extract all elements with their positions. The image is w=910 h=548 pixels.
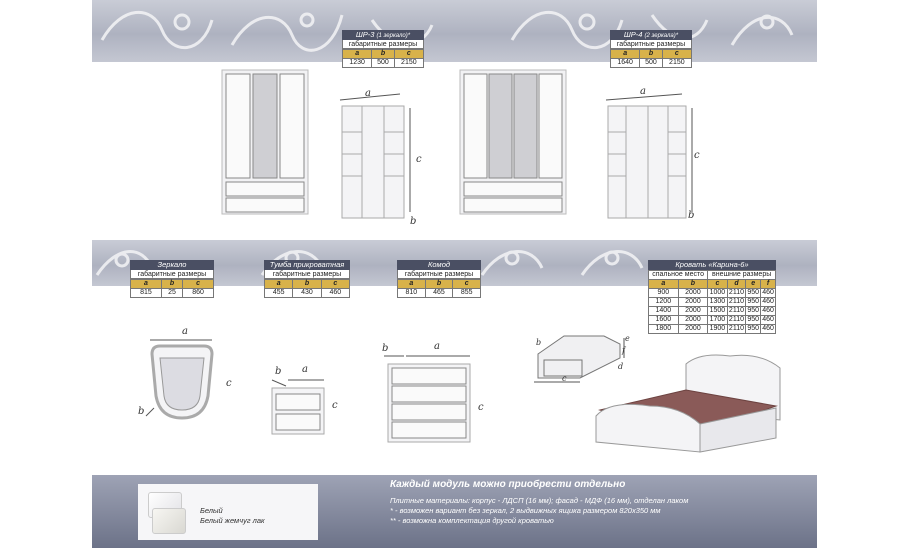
- footer-headline: Каждый модуль можно приобрести отдельно: [390, 479, 626, 490]
- wardrobe3-open-image: [339, 93, 411, 219]
- dim-label: d: [618, 362, 624, 371]
- dim-label: a: [182, 326, 188, 337]
- dim-label: a: [302, 364, 308, 375]
- spec-title: ШР-4 (2 зеркала)*: [610, 30, 692, 40]
- dim-label: b: [688, 210, 695, 221]
- spec-title: Кровать «Карина-6»: [648, 260, 776, 270]
- spec-title: ШР-3 (1 зеркало)*: [342, 30, 424, 40]
- dim-label: f: [622, 346, 625, 355]
- color-swatches: Белый Белый жемчуг лак: [138, 484, 318, 540]
- wardrobe3-image: [221, 69, 309, 215]
- dim-label: a: [365, 88, 371, 99]
- spec-subtitle: габаритные размеры: [130, 270, 214, 279]
- dim-label: a: [434, 341, 440, 352]
- footer-materials: Плитные материалы: корпус - ЛДСП (16 мм)…: [390, 496, 689, 505]
- dim-label: b: [536, 338, 542, 347]
- wardrobe4-open-image: [605, 93, 693, 219]
- dim-label: c: [478, 402, 484, 413]
- bed-diagram: [534, 335, 625, 383]
- dim-label: c: [694, 150, 700, 161]
- wardrobe4-image: [459, 69, 567, 215]
- footer-note: ** - возможна комплектация другой кроват…: [390, 516, 554, 525]
- spec-subtitle: габаритные размеры: [397, 270, 481, 279]
- dim-label: c: [226, 378, 232, 389]
- dim-label: e: [625, 334, 630, 343]
- mirror-image: [145, 339, 214, 420]
- footer-note: * - возможен вариант без зеркал, 2 выдви…: [390, 506, 661, 515]
- dim-label: c: [416, 154, 422, 165]
- nightstand-image: [271, 379, 325, 435]
- dim-label: b: [410, 216, 417, 227]
- dim-label: b: [382, 343, 389, 354]
- dim-label: b: [275, 366, 282, 377]
- dresser-image: [384, 355, 471, 443]
- swatch-label: Белый: [200, 506, 223, 515]
- spec-subtitle: габаритные размеры: [264, 270, 350, 279]
- spec-title: Комод: [397, 260, 481, 270]
- spec-subtitle: габаритные размеры: [610, 40, 692, 49]
- spec-title: Тумба прикроватная: [264, 260, 350, 270]
- spec-title: Зеркало: [130, 260, 214, 270]
- swatch-pearl: [152, 508, 186, 534]
- dim-label: a: [640, 86, 646, 97]
- ornament-pattern: [100, 11, 794, 52]
- swatch-label: Белый жемчуг лак: [200, 516, 265, 525]
- ornament-banner-top: [92, 0, 817, 62]
- dim-label: c: [562, 374, 567, 383]
- bed-image: [595, 354, 781, 453]
- dim-label: b: [138, 406, 145, 417]
- spec-subtitle: габаритные размеры: [342, 40, 424, 49]
- dim-label: c: [332, 400, 338, 411]
